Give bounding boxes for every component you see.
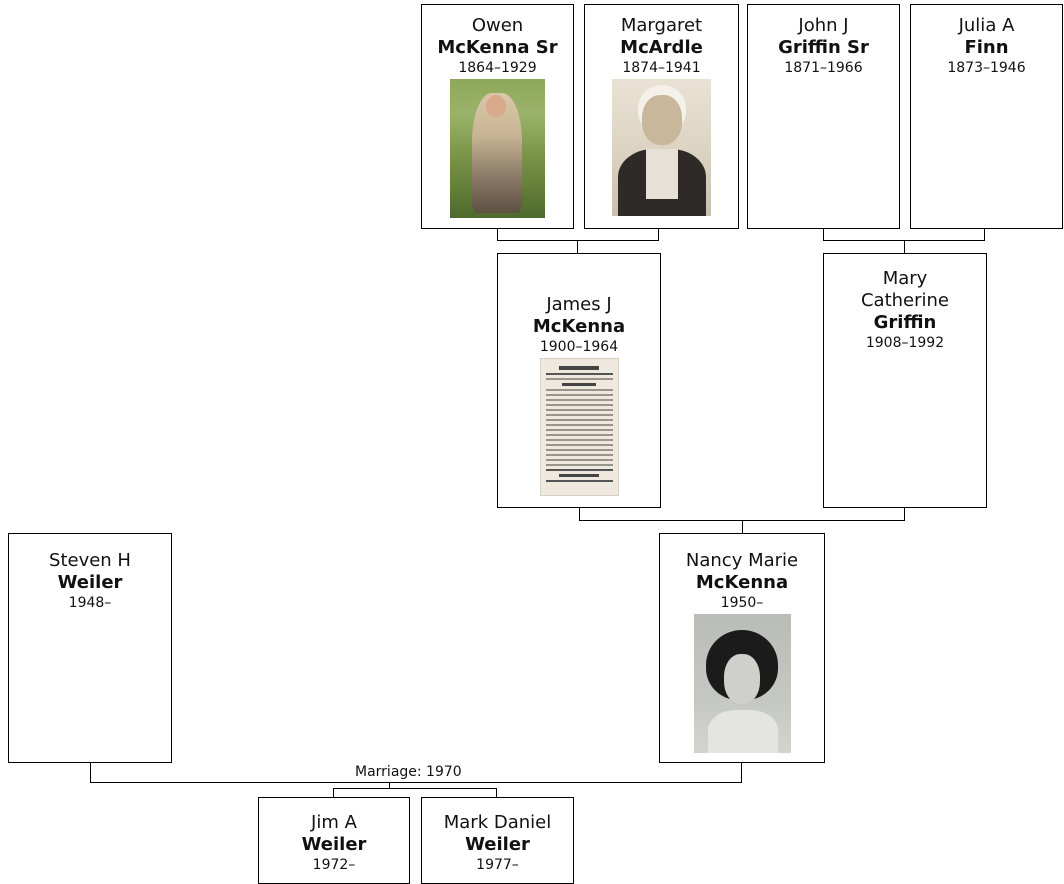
life-dates: 1873–1946 (947, 60, 1026, 76)
life-dates: 1908–1992 (865, 335, 945, 351)
life-dates: 1874–1941 (622, 60, 701, 76)
connector-john-julia (823, 229, 985, 241)
given-name: Mary Catherine (860, 268, 950, 311)
connector-children (333, 788, 497, 797)
given-name: James J (546, 294, 612, 315)
connector-owen-margaret (497, 229, 659, 241)
person-card-john-j[interactable]: John J Griffin Sr 1871–1966 (747, 4, 900, 229)
person-card-julia[interactable]: Julia A Finn 1873–1946 (910, 4, 1063, 229)
connector-steven-nancy (90, 763, 742, 783)
portrait-photo[interactable] (450, 79, 545, 218)
surname: Finn (964, 37, 1009, 58)
portrait-photo[interactable] (612, 79, 711, 216)
person-card-james[interactable]: James J McKenna 1900–1964 (497, 253, 661, 508)
given-name: John J (798, 15, 849, 36)
surname: Weiler (465, 834, 530, 855)
surname: McKenna (695, 572, 789, 593)
life-dates: 1871–1966 (784, 60, 863, 76)
given-name: Margaret (620, 15, 703, 36)
life-dates: 1864–1929 (458, 60, 537, 76)
surname: Griffin (873, 312, 937, 333)
given-name: Steven H (49, 550, 131, 571)
surname: Griffin Sr (778, 37, 869, 58)
connector-james-mary (579, 508, 905, 521)
surname: McArdle (620, 37, 703, 58)
surname: McKenna Sr (437, 37, 558, 58)
life-dates: 1900–1964 (539, 339, 619, 355)
life-dates: 1948– (68, 595, 112, 611)
life-dates: 1950– (720, 595, 764, 611)
given-name: Nancy Marie (685, 550, 799, 571)
person-card-owen[interactable]: Owen McKenna Sr 1864–1929 (421, 4, 574, 229)
person-card-mark[interactable]: Mark Daniel Weiler 1977– (421, 797, 574, 884)
given-name: Julia A (958, 15, 1015, 36)
person-card-steven[interactable]: Steven H Weiler 1948– (8, 533, 172, 763)
funeral-notice-image[interactable] (539, 358, 619, 496)
life-dates: 1972– (312, 857, 356, 873)
marriage-label: Marriage: 1970 (354, 764, 463, 780)
life-dates: 1977– (476, 857, 519, 873)
surname: Weiler (57, 572, 123, 593)
person-card-mary[interactable]: Mary Catherine Griffin 1908–1992 (823, 253, 987, 508)
surname: Weiler (301, 834, 367, 855)
portrait-photo[interactable] (693, 614, 791, 753)
person-card-nancy[interactable]: Nancy Marie McKenna 1950– (659, 533, 825, 763)
given-name: Owen (471, 15, 524, 36)
surname: McKenna (532, 316, 626, 337)
given-name: Jim A (311, 812, 357, 833)
person-card-jim[interactable]: Jim A Weiler 1972– (258, 797, 410, 884)
given-name: Mark Daniel (443, 812, 552, 833)
person-card-margaret[interactable]: Margaret McArdle 1874–1941 (584, 4, 739, 229)
